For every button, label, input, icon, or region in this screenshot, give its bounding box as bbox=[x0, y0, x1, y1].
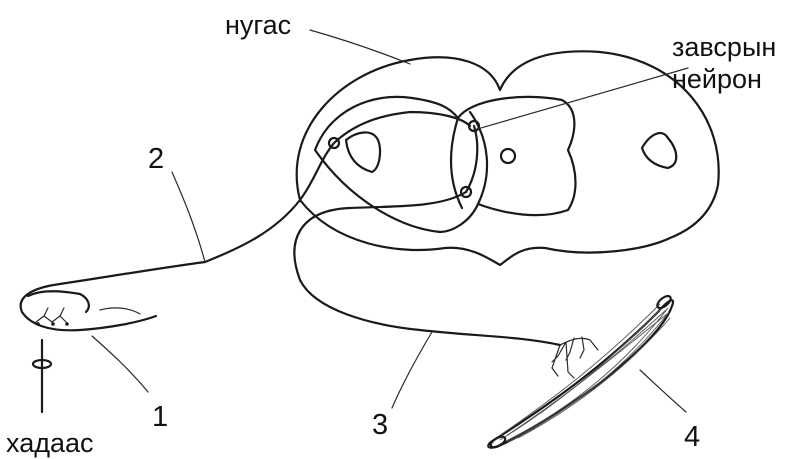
stimulus-label: хадаас bbox=[6, 428, 94, 458]
receptor-endings bbox=[36, 308, 66, 322]
muscle-outline bbox=[488, 300, 673, 447]
tendon-end-top bbox=[655, 294, 672, 310]
gray-matter-label: нугас bbox=[225, 10, 291, 40]
sensory-axon bbox=[205, 112, 470, 262]
muscle-fiber-6 bbox=[518, 318, 670, 438]
muscle-fiber-7 bbox=[496, 304, 660, 438]
pointer-1 bbox=[92, 336, 148, 392]
sensory-neuron bbox=[172, 112, 470, 262]
pointer-4 bbox=[640, 370, 686, 412]
interneuron-label-line1: завсрын bbox=[672, 32, 776, 62]
spinal-cord-outline bbox=[297, 51, 719, 265]
pointer-2 bbox=[172, 172, 205, 262]
motor-neuron bbox=[294, 192, 560, 408]
right-horn bbox=[642, 133, 676, 168]
fingernail bbox=[28, 291, 89, 312]
spinal-cord bbox=[297, 51, 719, 265]
receptor-dot-1 bbox=[36, 322, 40, 326]
receptor-dot-3 bbox=[65, 322, 69, 326]
label-1: 1 bbox=[152, 401, 168, 433]
label-4: 4 bbox=[684, 421, 700, 453]
receptor-dot-2 bbox=[51, 322, 55, 326]
gray-matter-pointer bbox=[310, 30, 410, 64]
gray-matter-outline bbox=[315, 97, 576, 232]
pointer-3 bbox=[392, 332, 432, 408]
interneuron-axon bbox=[466, 126, 477, 192]
label-2: 2 bbox=[148, 143, 164, 175]
label-3: 3 bbox=[372, 409, 388, 441]
finger-crease bbox=[100, 308, 140, 314]
left-horn bbox=[346, 132, 380, 172]
tendon-end-bottom bbox=[489, 435, 507, 450]
nail-stimulus bbox=[33, 340, 51, 412]
interneuron-label-line2: нейрон bbox=[672, 64, 762, 94]
finger-outline bbox=[21, 262, 205, 330]
muscle bbox=[488, 294, 686, 450]
finger bbox=[21, 262, 205, 392]
central-canal bbox=[501, 149, 515, 163]
